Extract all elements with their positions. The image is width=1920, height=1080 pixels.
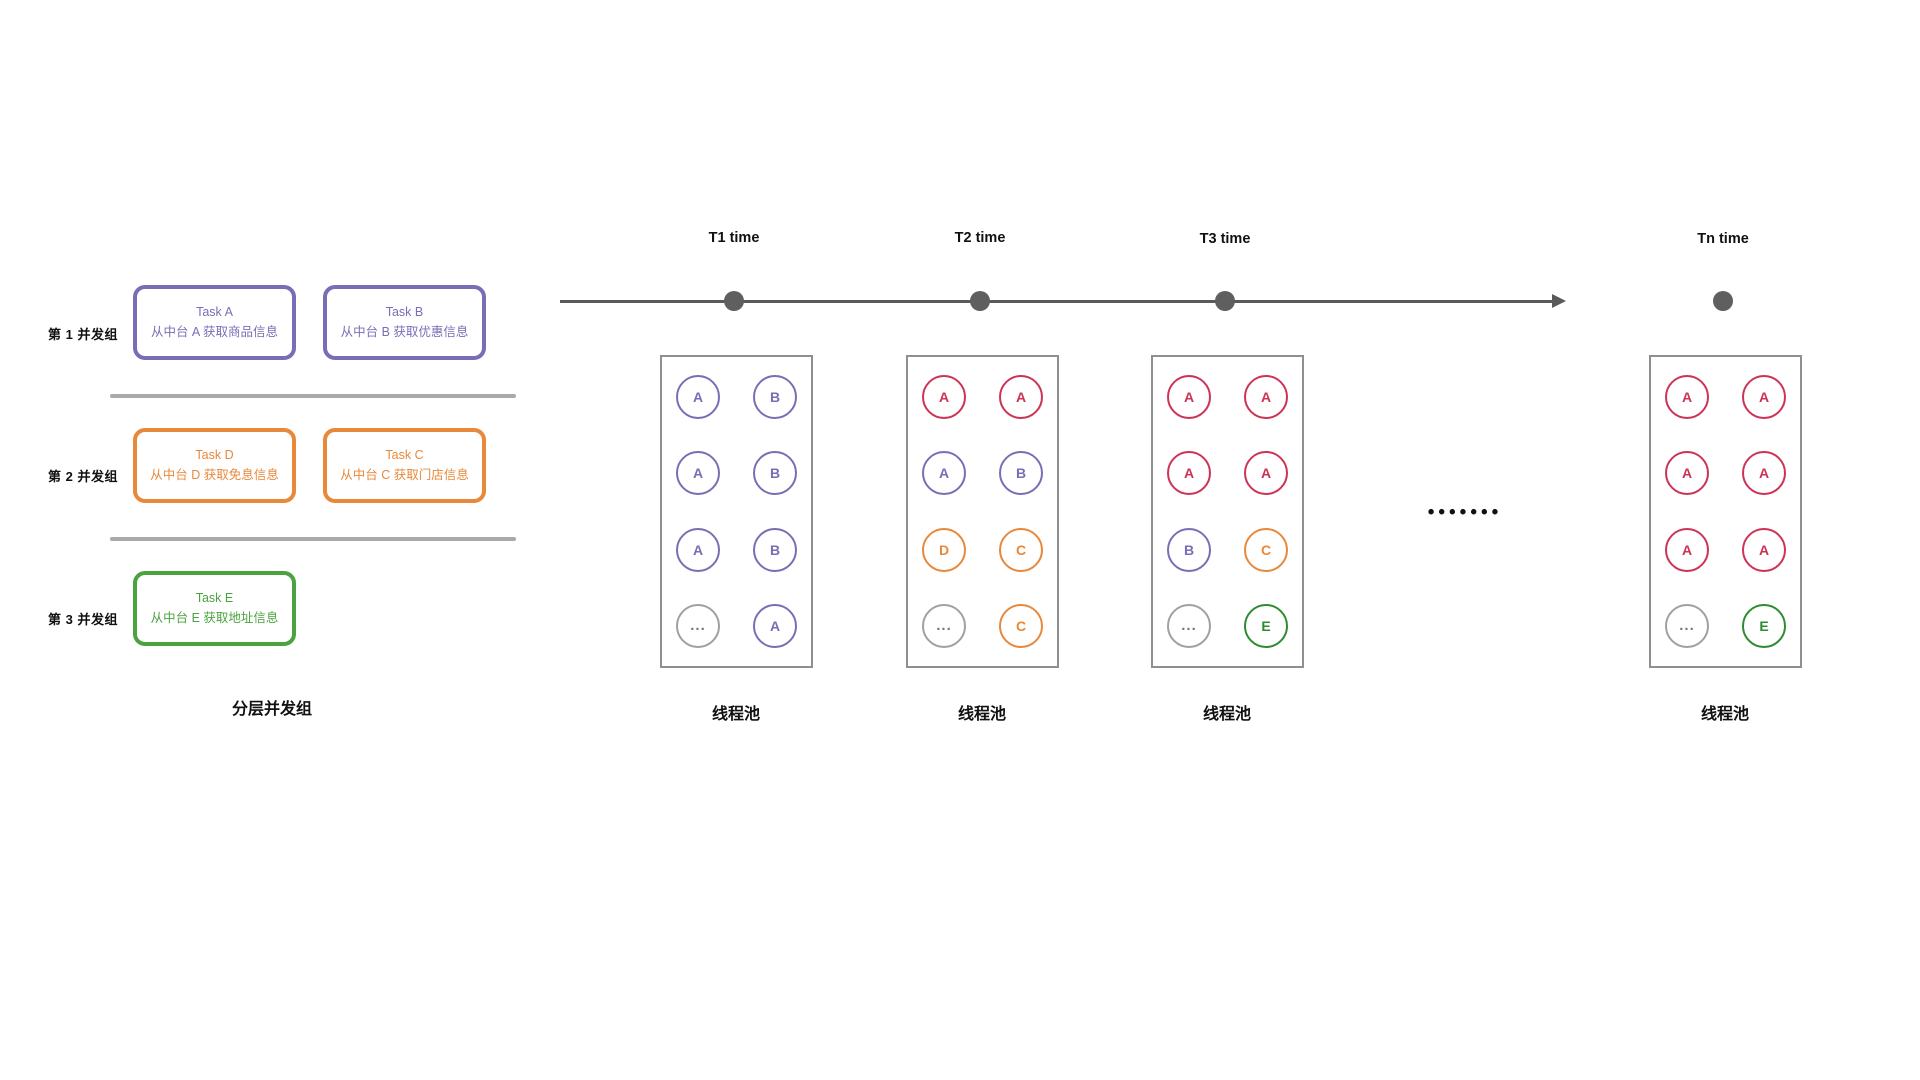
thread-slot-A[interactable]: A: [922, 451, 966, 496]
task-card-a-title: Task A: [196, 305, 233, 320]
task-card-d[interactable]: Task D 从中台 D 获取免息信息: [133, 428, 296, 503]
task-card-e[interactable]: Task E 从中台 E 获取地址信息: [133, 571, 296, 646]
time-label-t2: T2 time: [954, 230, 1006, 246]
thread-slot-A[interactable]: A: [676, 527, 720, 572]
thread-slot-idleidleidle[interactable]: ...: [1665, 603, 1709, 648]
task-card-c[interactable]: Task C 从中台 C 获取门店信息: [323, 428, 486, 503]
pool-caption-tn: 线程池: [1700, 706, 1750, 723]
group-label-3: 第 3 并发组: [48, 612, 118, 627]
thread-slot-idleidleidle[interactable]: ...: [676, 603, 720, 648]
thread-slot-A[interactable]: A: [1665, 375, 1709, 419]
pool-caption-t1: 线程池: [711, 706, 761, 723]
group-divider-1: [110, 394, 516, 398]
thread-slot-C[interactable]: C: [999, 527, 1043, 572]
thread-slot-E[interactable]: E: [1742, 603, 1786, 648]
thread-slot-C[interactable]: C: [1244, 527, 1288, 572]
layered-groups-panel: 第 1 并发组 Task A 从中台 A 获取商品信息 Task B 从中台 B…: [0, 0, 560, 780]
group-label-2: 第 2 并发组: [48, 469, 118, 484]
timeline-tick-t3[interactable]: [1215, 291, 1235, 311]
thread-slot-B[interactable]: B: [753, 527, 797, 572]
time-label-tn: Tn time: [1697, 231, 1749, 247]
pool-row: ... E: [1167, 603, 1288, 648]
thread-slot-A[interactable]: A: [1167, 375, 1211, 419]
pools-ellipsis: •••••••: [1427, 502, 1503, 523]
pool-row: ... A: [676, 603, 797, 648]
group-label-1: 第 1 并发组: [48, 327, 118, 342]
task-card-b[interactable]: Task B 从中台 B 获取优惠信息: [323, 285, 486, 360]
group-divider-2: [110, 537, 516, 541]
thread-slot-A[interactable]: A: [1244, 451, 1288, 496]
pool-row: ... E: [1665, 603, 1786, 648]
task-card-c-desc: 从中台 C 获取门店信息: [340, 467, 469, 482]
thread-slot-A[interactable]: A: [676, 451, 720, 496]
time-label-t3: T3 time: [1199, 231, 1251, 247]
thread-slot-C[interactable]: C: [999, 603, 1043, 648]
timeline-tick-t1[interactable]: [724, 291, 744, 311]
thread-slot-D[interactable]: D: [922, 527, 966, 572]
pool-caption-t3: 线程池: [1202, 706, 1252, 723]
task-card-d-title: Task D: [195, 448, 234, 463]
task-card-a-desc: 从中台 A 获取商品信息: [150, 324, 279, 339]
thread-slot-B[interactable]: B: [999, 451, 1043, 496]
left-panel-caption: 分层并发组: [232, 701, 313, 718]
thread-slot-A[interactable]: A: [676, 375, 720, 419]
thread-slot-idleidleidle[interactable]: ...: [1167, 603, 1211, 648]
task-card-a[interactable]: Task A 从中台 A 获取商品信息: [133, 285, 296, 360]
thread-slot-A[interactable]: A: [1167, 451, 1211, 496]
thread-slot-A[interactable]: A: [1742, 527, 1786, 572]
thread-slot-A[interactable]: A: [1665, 527, 1709, 572]
task-card-e-title: Task E: [195, 591, 234, 606]
task-card-b-title: Task B: [385, 305, 424, 320]
thread-slot-A[interactable]: A: [999, 375, 1043, 419]
thread-slot-idleidleidle[interactable]: ...: [922, 603, 966, 648]
thread-slot-A[interactable]: A: [922, 375, 966, 419]
thread-slot-B[interactable]: B: [1167, 527, 1211, 572]
thread-slot-B[interactable]: B: [753, 375, 797, 419]
timeline-axis: [560, 291, 1733, 311]
thread-slot-A[interactable]: A: [1244, 375, 1288, 419]
thread-slot-A[interactable]: A: [1742, 375, 1786, 419]
thread-slot-A[interactable]: A: [1665, 451, 1709, 496]
task-card-c-title: Task C: [385, 448, 424, 463]
pool-row: ... C: [922, 603, 1043, 648]
timeline-tick-t2[interactable]: [970, 291, 990, 311]
thread-slot-A[interactable]: A: [753, 603, 797, 648]
pool-caption-t2: 线程池: [957, 706, 1007, 723]
timeline-tick-tn[interactable]: [1713, 291, 1733, 311]
thread-slot-A[interactable]: A: [1742, 451, 1786, 496]
thread-slot-E[interactable]: E: [1244, 603, 1288, 648]
arrow-right-icon: [1552, 294, 1566, 308]
task-card-d-desc: 从中台 D 获取免息信息: [150, 467, 279, 482]
thread-slot-B[interactable]: B: [753, 451, 797, 496]
time-label-t1: T1 time: [708, 230, 760, 246]
task-card-b-desc: 从中台 B 获取优惠信息: [340, 324, 469, 339]
task-card-e-desc: 从中台 E 获取地址信息: [150, 610, 279, 625]
